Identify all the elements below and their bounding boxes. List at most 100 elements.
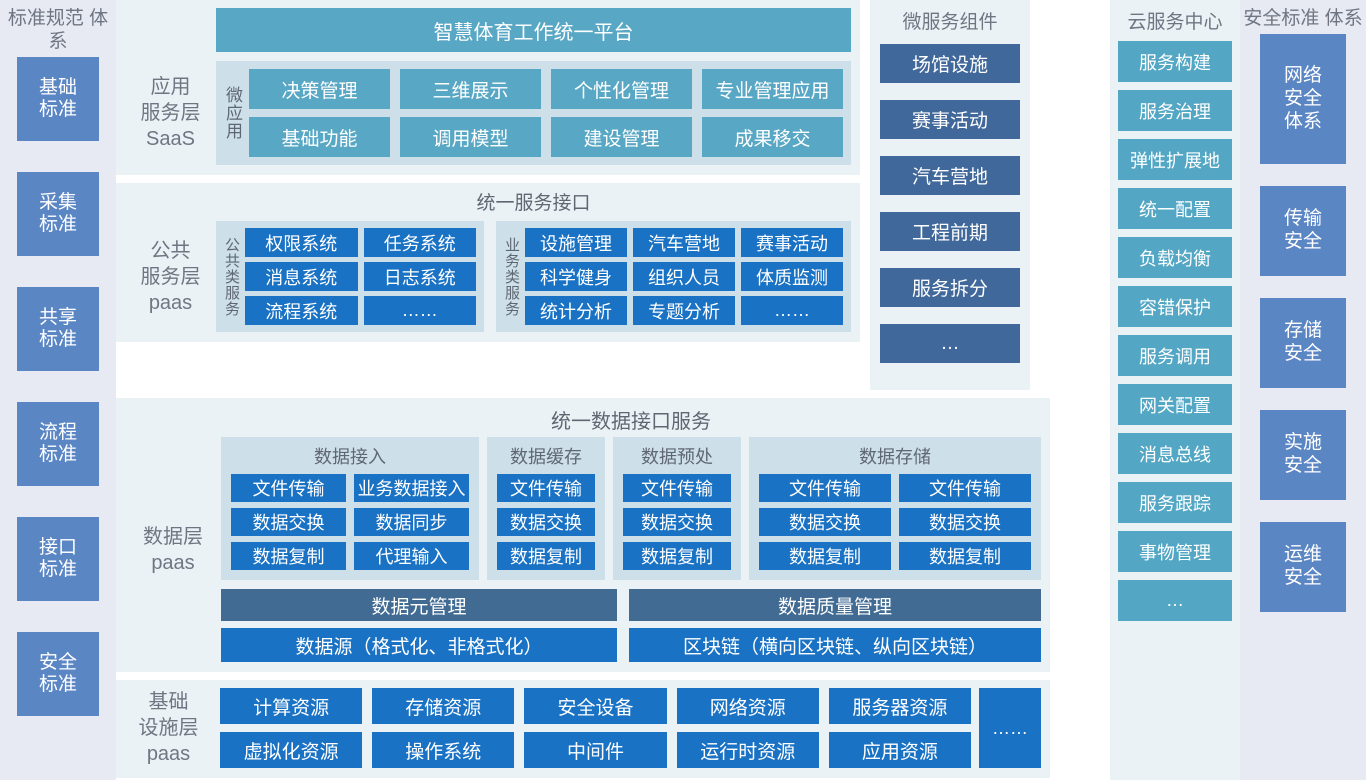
application-chip-3[interactable]: 专业管理应用 — [702, 69, 843, 109]
cloud-service-chip-5[interactable]: 容错保护 — [1118, 286, 1232, 328]
microservice-component-1[interactable]: 赛事活动 — [880, 100, 1020, 140]
cloud-service-center-column: 云服务中心 服务构建服务治理弹性扩展地统一配置负载均衡容错保护服务调用网关配置消… — [1110, 0, 1240, 780]
infrastructure-chip-4[interactable]: 服务器资源 — [828, 688, 971, 725]
public-service-chip-1-5[interactable]: 体质监测 — [741, 262, 843, 291]
data-chip-1-1[interactable]: 数据交换 — [497, 508, 595, 537]
public-service-chip-1-0[interactable]: 设施管理 — [525, 228, 627, 257]
infrastructure-chip-1[interactable]: 存储资源 — [372, 688, 515, 725]
infrastructure-chip-8[interactable]: 运行时资源 — [676, 732, 819, 769]
infrastructure-chip-5[interactable]: 虚拟化资源 — [220, 732, 363, 769]
data-management-cell-1[interactable]: 数据质量管理 — [629, 589, 1041, 622]
infrastructure-chip-2[interactable]: 安全设备 — [524, 688, 667, 725]
data-chip-0-1[interactable]: 业务数据接入 — [354, 474, 469, 503]
sidebar-item-standard-3[interactable]: 流程 标准 — [17, 402, 99, 487]
data-source-row: 数据源（格式化、非格式化） 区块链（横向区块链、纵向区块链） — [221, 628, 1041, 663]
cloud-service-chip-2[interactable]: 弹性扩展地 — [1118, 139, 1232, 181]
public-service-chip-1-7[interactable]: 专题分析 — [633, 296, 735, 325]
public-service-chip-1-6[interactable]: 统计分析 — [525, 296, 627, 325]
public-service-chip-0-3[interactable]: 日志系统 — [363, 262, 476, 291]
microservice-components-items: 场馆设施赛事活动汽车营地工程前期服务拆分 … — [880, 44, 1020, 380]
microservice-component-0[interactable]: 场馆设施 — [880, 44, 1020, 84]
infrastructure-chip-0[interactable]: 计算资源 — [220, 688, 363, 725]
cloud-service-chip-8[interactable]: 消息总线 — [1118, 433, 1232, 475]
application-layer-label: 应用 服务层 SaaS — [140, 76, 201, 150]
cloud-service-items: 服务构建服务治理弹性扩展地统一配置负载均衡容错保护服务调用网关配置消息总线服务跟… — [1118, 41, 1232, 629]
data-source-cell-0[interactable]: 数据源（格式化、非格式化） — [221, 628, 617, 663]
left-sidebar-items: 基础 标准采集 标准共享 标准流程 标准接口 标准安全 标准 — [0, 57, 116, 717]
infrastructure-chip-6[interactable]: 操作系统 — [372, 732, 515, 769]
data-chip-0-5[interactable]: 代理输入 — [354, 542, 469, 571]
data-chip-0-2[interactable]: 数据交换 — [231, 508, 346, 537]
sidebar-item-security-3[interactable]: 实施 安全 — [1260, 410, 1346, 501]
microservice-component-4[interactable]: 服务拆分 — [880, 268, 1020, 308]
sidebar-item-security-2[interactable]: 存储 安全 — [1260, 298, 1346, 389]
sidebar-item-standard-5[interactable]: 安全 标准 — [17, 632, 99, 717]
data-group-grid-1: 文件传输数据交换数据复制 — [497, 474, 595, 571]
data-chip-3-5[interactable]: 数据复制 — [899, 542, 1031, 571]
infrastructure-chip-3[interactable]: 网络资源 — [676, 688, 819, 725]
microservice-component-3[interactable]: 工程前期 — [880, 212, 1020, 252]
public-service-chip-1-2[interactable]: 赛事活动 — [741, 228, 843, 257]
public-service-chip-1-1[interactable]: 汽车营地 — [633, 228, 735, 257]
right-sidebar-items: 网络 安全 体系传输 安全存储 安全实施 安全运维 安全 — [1240, 34, 1366, 613]
sidebar-item-security-1[interactable]: 传输 安全 — [1260, 186, 1346, 277]
application-chip-4[interactable]: 基础功能 — [249, 117, 390, 157]
public-service-chip-0-5[interactable]: …… — [363, 296, 476, 325]
data-group-1: 数据缓存文件传输数据交换数据复制 — [487, 437, 605, 581]
sidebar-item-standard-1[interactable]: 采集 标准 — [17, 172, 99, 257]
data-chip-3-3[interactable]: 数据交换 — [899, 508, 1031, 537]
sidebar-item-security-0[interactable]: 网络 安全 体系 — [1260, 34, 1346, 165]
cloud-service-chip-7[interactable]: 网关配置 — [1118, 384, 1232, 426]
data-chip-3-2[interactable]: 数据交换 — [759, 508, 891, 537]
cloud-service-chip-6[interactable]: 服务调用 — [1118, 335, 1232, 377]
data-chip-2-0[interactable]: 文件传输 — [623, 474, 731, 503]
application-chip-1[interactable]: 三维展示 — [400, 69, 541, 109]
cloud-service-chip-11[interactable]: … — [1118, 580, 1232, 622]
cloud-service-chip-10[interactable]: 事物管理 — [1118, 531, 1232, 573]
application-chip-0[interactable]: 决策管理 — [249, 69, 390, 109]
microservice-component-5[interactable]: … — [880, 324, 1020, 364]
cloud-service-chip-0[interactable]: 服务构建 — [1118, 41, 1232, 83]
right-sidebar-title: 安全标准 体系 — [1243, 8, 1363, 29]
data-chip-2-2[interactable]: 数据复制 — [623, 542, 731, 571]
sidebar-item-standard-4[interactable]: 接口 标准 — [17, 517, 99, 602]
application-chip-2[interactable]: 个性化管理 — [551, 69, 692, 109]
data-source-cell-1[interactable]: 区块链（横向区块链、纵向区块链） — [629, 628, 1041, 663]
data-chip-0-4[interactable]: 数据复制 — [231, 542, 346, 571]
application-chip-7[interactable]: 成果移交 — [702, 117, 843, 157]
cloud-service-chip-1[interactable]: 服务治理 — [1118, 90, 1232, 132]
public-service-chip-1-4[interactable]: 组织人员 — [633, 262, 735, 291]
unified-data-interface-title: 统一数据接口服务 — [221, 404, 1041, 435]
data-chip-0-3[interactable]: 数据同步 — [354, 508, 469, 537]
public-service-chip-0-0[interactable]: 权限系统 — [245, 228, 358, 257]
data-layer-label: 数据层 paas — [143, 525, 203, 574]
microservice-components-title: 微服务组件 — [902, 12, 998, 33]
public-service-chip-0-1[interactable]: 任务系统 — [363, 228, 476, 257]
data-chip-2-1[interactable]: 数据交换 — [623, 508, 731, 537]
data-chip-0-0[interactable]: 文件传输 — [231, 474, 346, 503]
data-chip-3-0[interactable]: 文件传输 — [759, 474, 891, 503]
public-service-chip-0-2[interactable]: 消息系统 — [245, 262, 358, 291]
public-service-chip-1-8[interactable]: …… — [741, 296, 843, 325]
cloud-service-chip-3[interactable]: 统一配置 — [1118, 188, 1232, 230]
public-service-chip-1-3[interactable]: 科学健身 — [525, 262, 627, 291]
data-chip-3-4[interactable]: 数据复制 — [759, 542, 891, 571]
public-service-chip-0-4[interactable]: 流程系统 — [245, 296, 358, 325]
infrastructure-chip-7[interactable]: 中间件 — [524, 732, 667, 769]
data-chip-3-1[interactable]: 文件传输 — [899, 474, 1031, 503]
infrastructure-chip-9[interactable]: 应用资源 — [828, 732, 971, 769]
sidebar-item-security-4[interactable]: 运维 安全 — [1260, 522, 1346, 613]
application-chip-6[interactable]: 建设管理 — [551, 117, 692, 157]
microservice-component-2[interactable]: 汽车营地 — [880, 156, 1020, 196]
data-group-title-1: 数据缓存 — [510, 447, 582, 468]
data-chip-1-2[interactable]: 数据复制 — [497, 542, 595, 571]
data-chip-1-0[interactable]: 文件传输 — [497, 474, 595, 503]
sidebar-item-standard-2[interactable]: 共享 标准 — [17, 287, 99, 372]
cloud-service-chip-9[interactable]: 服务跟踪 — [1118, 482, 1232, 524]
public-service-group-1: 业务类服务设施管理汽车营地赛事活动科学健身组织人员体质监测统计分析专题分析…… — [496, 221, 851, 332]
data-management-cell-0[interactable]: 数据元管理 — [221, 589, 617, 622]
microservice-components-column: 微服务组件 场馆设施赛事活动汽车营地工程前期服务拆分 … — [870, 0, 1030, 391]
application-chip-5[interactable]: 调用模型 — [400, 117, 541, 157]
cloud-service-chip-4[interactable]: 负载均衡 — [1118, 237, 1232, 279]
sidebar-item-standard-0[interactable]: 基础 标准 — [17, 57, 99, 142]
